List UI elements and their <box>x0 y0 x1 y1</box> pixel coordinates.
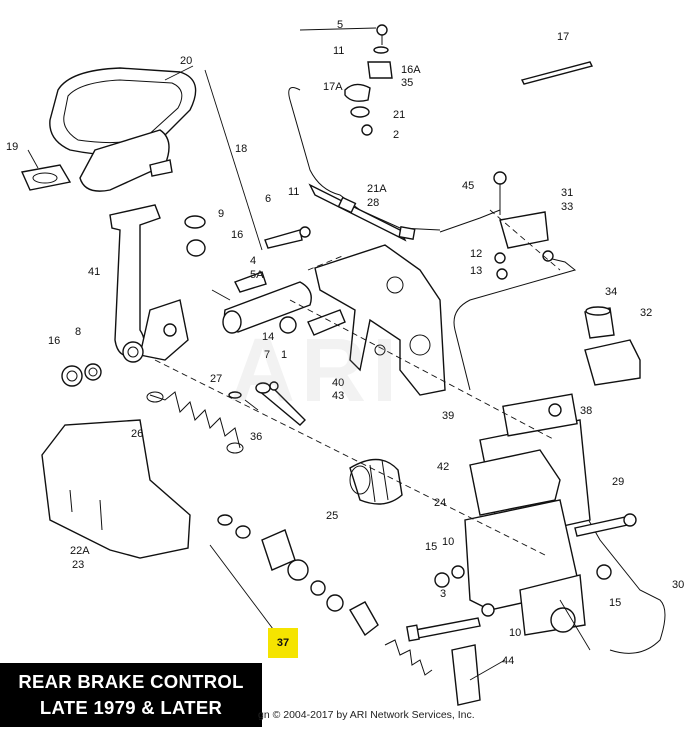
callout-21: 21 <box>393 109 405 121</box>
master-cylinder-part <box>464 393 591 636</box>
callout-29: 29 <box>612 476 624 488</box>
callout-45: 45 <box>462 180 474 192</box>
highlighted-reference-37[interactable]: 37 <box>268 628 298 658</box>
callout-7: 7 <box>264 349 270 361</box>
brake-line-part <box>288 87 666 654</box>
callout-36: 36 <box>250 431 262 443</box>
callout-31: 31 <box>561 187 573 199</box>
callout-9: 9 <box>218 208 224 220</box>
callout-19: 19 <box>6 141 18 153</box>
bolts-nuts-part <box>406 513 637 642</box>
callout-25: 25 <box>326 510 338 522</box>
callout-28: 28 <box>367 197 379 209</box>
callout-5a: 5A <box>250 269 264 281</box>
callout-34: 34 <box>605 286 617 298</box>
cotter-pin-part <box>520 61 594 85</box>
pedal-pad-part <box>20 67 197 192</box>
callout-15b: 15 <box>609 597 621 609</box>
callout-5: 5 <box>337 19 343 31</box>
mounting-bracket-part <box>314 244 446 396</box>
callout-42: 42 <box>437 461 449 473</box>
bushings-washers-part <box>61 215 206 387</box>
callout-20: 20 <box>180 55 192 67</box>
callout-13: 13 <box>470 265 482 277</box>
callout-17: 17 <box>557 31 569 43</box>
callout-41: 41 <box>88 266 100 278</box>
callout-30: 30 <box>672 579 684 591</box>
callout-43: 43 <box>332 390 344 402</box>
return-spring-part <box>146 391 244 454</box>
callout-23: 23 <box>72 559 84 571</box>
callout-8: 8 <box>75 326 81 338</box>
callout-32: 32 <box>640 307 652 319</box>
brake-pedal-lever-part <box>109 204 189 363</box>
callout-40: 40 <box>332 377 344 389</box>
pivot-pin-bracket-part <box>584 306 641 386</box>
callout-18: 18 <box>235 143 247 155</box>
banjo-fitting-part <box>493 171 554 280</box>
callout-11b: 11 <box>288 186 299 198</box>
callout-11: 11 <box>333 45 344 57</box>
callout-35: 35 <box>401 77 413 89</box>
callout-22a: 22A <box>70 545 90 557</box>
diagram-title-box: REAR BRAKE CONTROL LATE 1979 & LATER <box>0 663 262 727</box>
callout-12: 12 <box>470 248 482 260</box>
clamp-parts <box>344 24 393 136</box>
label-plate-part <box>451 644 481 706</box>
callout-39: 39 <box>442 410 454 422</box>
watermark: ARI <box>230 321 403 421</box>
callout-44: 44 <box>502 655 514 667</box>
callout-2: 2 <box>393 129 399 141</box>
callout-10b: 10 <box>509 627 521 639</box>
callout-27: 27 <box>210 373 222 385</box>
copyright-text: gn © 2004-2017 by ARI Network Services, … <box>258 709 475 721</box>
callout-1: 1 <box>281 349 287 361</box>
callout-15a: 15 <box>425 541 437 553</box>
callout-6: 6 <box>265 193 271 205</box>
callout-16a: 16A <box>401 64 421 76</box>
callout-17a: 17A <box>323 81 343 93</box>
callout-4: 4 <box>250 255 256 267</box>
rubber-boot-part <box>349 458 403 505</box>
callout-14: 14 <box>262 331 274 343</box>
callout-21a: 21A <box>367 183 387 195</box>
callout-26: 26 <box>131 428 143 440</box>
callout-38: 38 <box>580 405 592 417</box>
cover-part <box>41 419 191 559</box>
callout-3: 3 <box>440 588 446 600</box>
callout-16c: 16 <box>48 335 60 347</box>
push-rod-part <box>228 381 306 426</box>
callout-10a: 10 <box>442 536 454 548</box>
cross-shaft-part <box>222 226 346 336</box>
title-line-1: REAR BRAKE CONTROL <box>18 671 244 692</box>
piston-kit-part <box>217 514 433 676</box>
callout-24: 24 <box>434 497 446 509</box>
callout-16b: 16 <box>231 229 243 241</box>
callout-33: 33 <box>561 201 573 213</box>
title-line-2: LATE 1979 & LATER <box>39 697 223 718</box>
